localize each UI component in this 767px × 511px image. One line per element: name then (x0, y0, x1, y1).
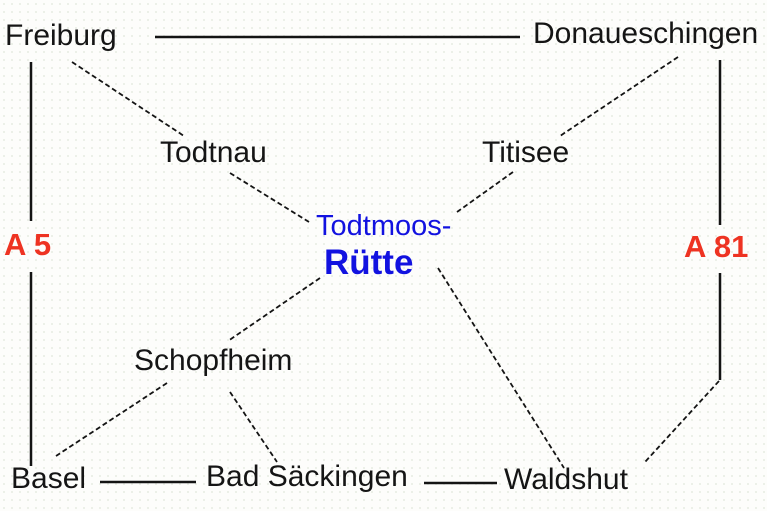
destination-label-todtmoos: Todtmoos- (316, 210, 452, 242)
city-label-donaueschingen: Donaueschingen (533, 17, 759, 50)
highway-label-a81: A 81 (684, 229, 749, 264)
road-titisee-ruette (456, 171, 514, 213)
city-label-titisee: Titisee (482, 136, 570, 169)
road-ruette-waldshut (437, 267, 565, 469)
road-ruette-schopfheim (227, 277, 321, 342)
city-label-freiburg: Freiburg (5, 19, 117, 52)
city-label-bad-saeckingen: Bad Säckingen (206, 460, 408, 493)
road-todtnau-ruette (229, 172, 310, 223)
city-label-basel: Basel (11, 462, 87, 495)
city-label-schopfheim: Schopfheim (134, 344, 293, 377)
road-schopfheim-basel (55, 382, 168, 457)
road-schopfheim-badsaeckingen (229, 391, 278, 463)
road-donaueschingen-titisee (559, 56, 679, 137)
city-label-waldshut: Waldshut (504, 463, 628, 496)
city-label-todtnau: Todtnau (160, 136, 267, 169)
road-freiburg-todtnau (71, 61, 185, 137)
highway-label-a5: A 5 (4, 227, 52, 262)
road-a81-waldshut (644, 380, 720, 463)
destination-label-ruette: Rütte (324, 243, 414, 282)
